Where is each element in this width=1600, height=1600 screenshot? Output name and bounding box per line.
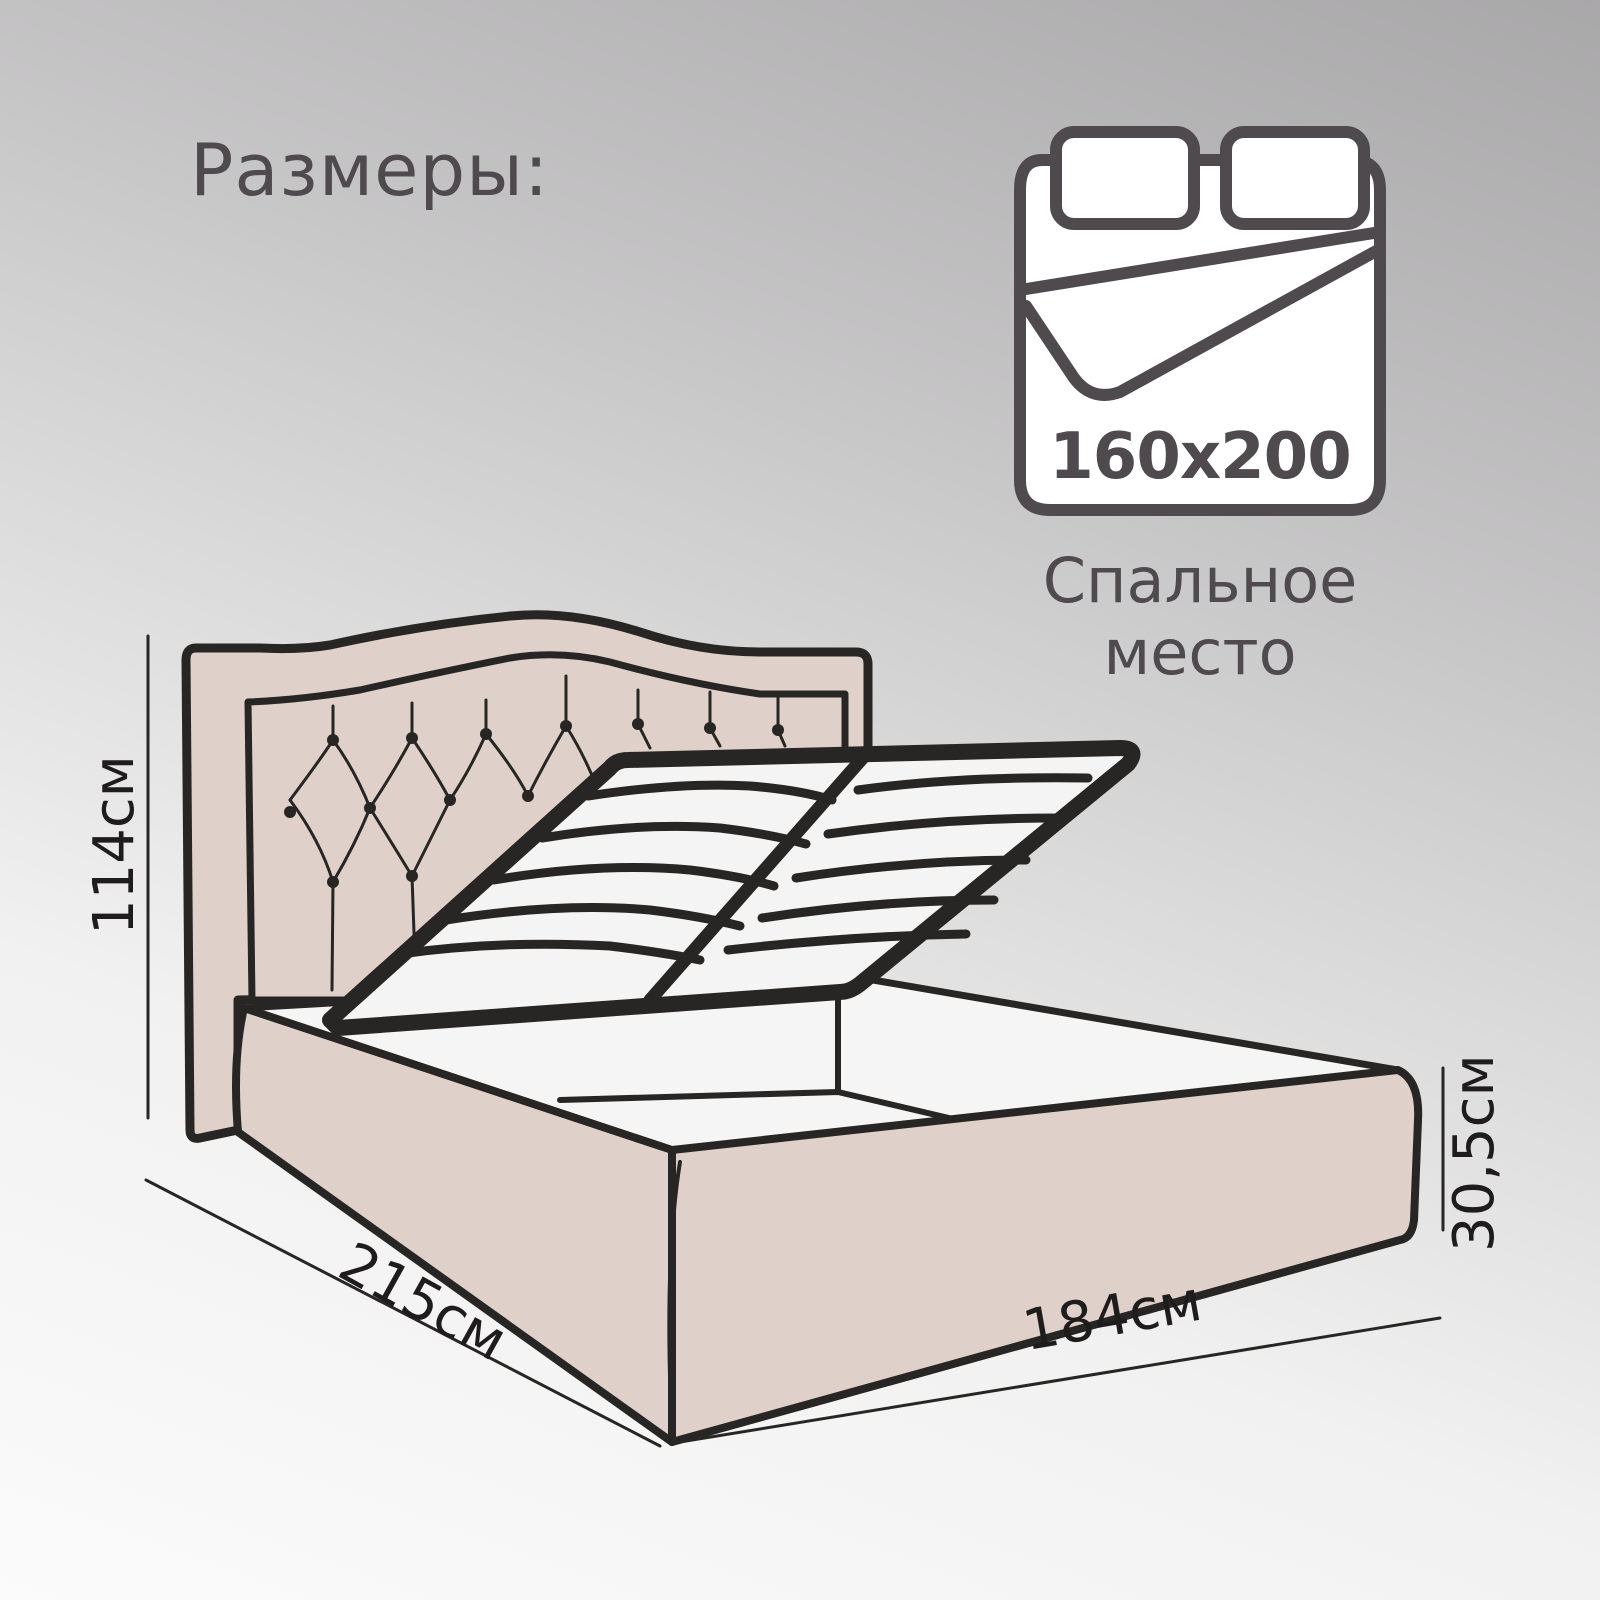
tuft-buttons [284, 718, 784, 888]
base-height-label: 30,5см [1442, 1054, 1507, 1252]
slatted-lift-frame [322, 740, 1141, 1036]
width-dimension-line [678, 1316, 1442, 1444]
bed-base-front [668, 1066, 1423, 1446]
page-title: Размеры: [190, 128, 550, 212]
sleeping-area-caption: Спальное место [990, 545, 1410, 689]
length-dimension-line [144, 1178, 662, 1448]
bed-base-side [232, 1004, 676, 1446]
sleeping-area-size: 160x200 [1049, 420, 1351, 494]
caption-line-1: Спальное [1042, 544, 1358, 617]
height-total-label: 114см [82, 755, 147, 935]
double-bed-icon [1014, 126, 1386, 516]
caption-line-2: место [1103, 616, 1297, 689]
